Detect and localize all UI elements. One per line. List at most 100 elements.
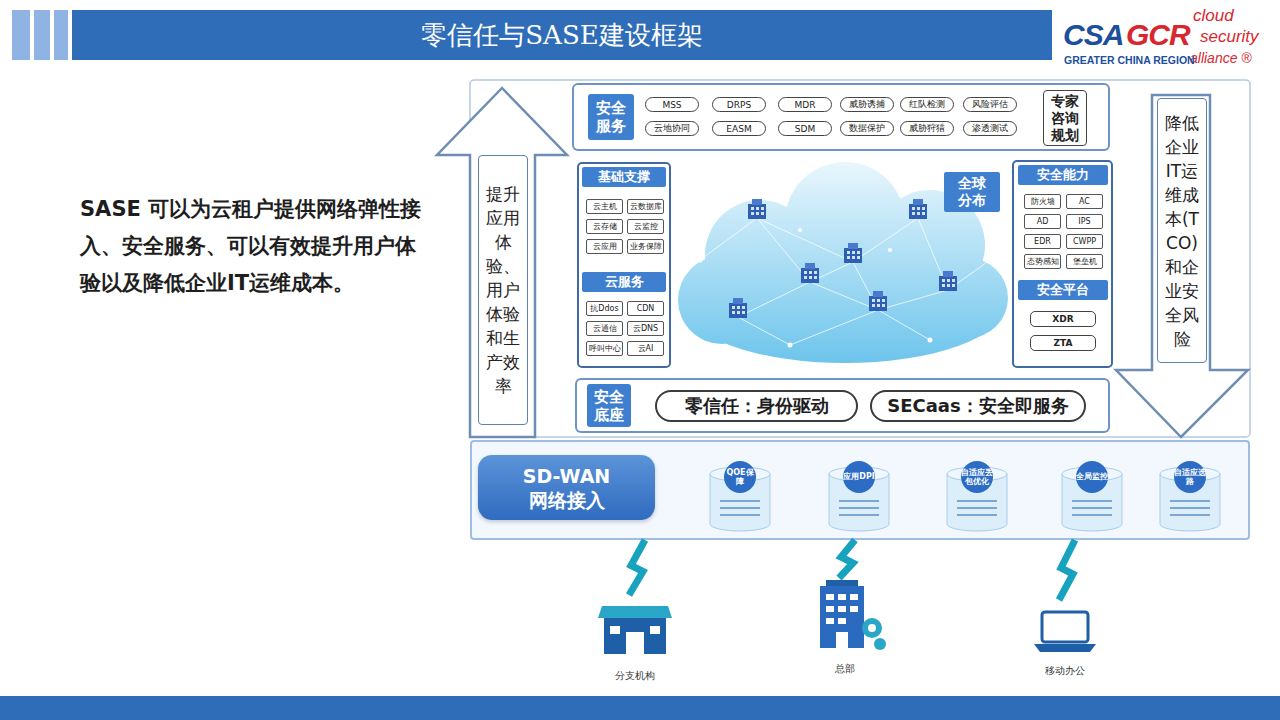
hq-window: [838, 594, 846, 600]
column-frame: [578, 163, 670, 367]
consulting-box: 专家咨询规划: [1043, 90, 1087, 146]
cylinder-line: [1072, 500, 1112, 502]
headquarters-icon: [820, 580, 886, 650]
branch-window: [610, 626, 620, 634]
service-pill: 红队检测: [900, 97, 954, 112]
node-label: 云AI: [638, 343, 654, 354]
logo-text: security: [1200, 27, 1259, 47]
down-arrow: [1116, 95, 1248, 437]
branch-body: [604, 618, 666, 654]
building-icon: [729, 298, 747, 318]
cylinder-badge: [843, 461, 875, 493]
cloud-item: 云DNS: [627, 321, 664, 336]
cylinder-outline: [827, 458, 891, 533]
hq-window: [838, 606, 846, 612]
cylinder-heading: 自适应选路: [1173, 463, 1207, 491]
cloud-part: [678, 256, 766, 344]
branch-door: [626, 632, 644, 654]
cylinder-line: [1170, 500, 1210, 502]
node-label: ZTA: [1054, 338, 1073, 348]
building-icon: [909, 199, 927, 219]
capability-item: AC: [1066, 194, 1103, 209]
capability-item: 防火墙: [1024, 194, 1061, 209]
cloud-item: 云应用: [586, 239, 623, 254]
capability-item: EDR: [1024, 234, 1061, 249]
cylinder-line: [720, 500, 760, 502]
platform-group: XDR ZTA 安全平台: [1018, 280, 1108, 363]
cloud-item: 呼叫中心: [586, 341, 623, 356]
cylinder-badge: [724, 461, 756, 493]
cloud-item: 云监控: [627, 219, 664, 234]
cloud-item: CDN: [627, 301, 664, 316]
hq-body: [820, 586, 864, 648]
node-label: 抗Ddos: [590, 303, 618, 314]
platform-item: XDR: [1030, 311, 1096, 327]
cylinder-heading: QOE保障: [723, 463, 757, 491]
cylinder-line: [1170, 514, 1210, 516]
laptop-screen: [1042, 612, 1088, 642]
node-label: 云通信: [593, 323, 617, 334]
building-icon: [939, 271, 957, 291]
cylinder-badge: [1076, 461, 1108, 493]
building-icon: [748, 199, 766, 219]
network-dot: [988, 258, 993, 263]
node-label: AD: [1037, 217, 1049, 226]
hq-window: [850, 606, 858, 612]
branch-icon: [598, 606, 672, 654]
capability-item: 态势感知: [1024, 254, 1061, 269]
node-label: 威胁狩猎: [909, 122, 945, 135]
cylinder-line: [720, 514, 760, 516]
sdwan-box: SD-WAN 网络接入: [478, 455, 655, 520]
cylinder-heading: 全局监控: [1075, 463, 1109, 491]
node-label: EDR: [1034, 237, 1051, 246]
cloud-shape: [678, 162, 1008, 363]
node-label: 全球分布: [956, 175, 988, 209]
node-label: 呼叫中心: [589, 343, 621, 354]
cloud-network: [700, 218, 990, 345]
network-dot: [788, 343, 793, 348]
foundation-pill: 零信任：身份驱动: [655, 390, 858, 422]
hq-window: [826, 606, 834, 612]
node-label: 数据保护: [849, 122, 885, 135]
cloud-item: 抗Ddos: [586, 301, 623, 316]
node-label: 云数据库: [630, 201, 662, 212]
node-label: 零信任：身份驱动: [685, 394, 829, 418]
intro-text: SASE 可以为云租户提供网络弹性接入、安全服务、可以有效提升用户体验以及降低企…: [80, 191, 432, 302]
lightning-connector: [1059, 540, 1075, 600]
site-node: 总部: [800, 578, 890, 678]
node-label: EASM: [726, 124, 751, 134]
node-label: 业务保障: [630, 241, 662, 252]
service-pill: 威胁诱捕: [840, 97, 894, 112]
hq-window: [850, 594, 858, 600]
feature-cylinder: 全局监控: [1060, 458, 1124, 533]
node-label: MDR: [795, 100, 816, 110]
building-icon: [869, 291, 887, 311]
network-dot: [698, 258, 703, 263]
platform-item: ZTA: [1030, 335, 1096, 351]
cloud-item: 云数据库: [627, 199, 664, 214]
cloud-item: 云AI: [627, 341, 664, 356]
group-heading: 安全能力: [1018, 165, 1108, 185]
service-pill: MSS: [645, 97, 699, 112]
building-icon: [844, 243, 862, 263]
hq-door: [836, 632, 848, 648]
cloud-item: 云主机: [586, 199, 623, 214]
service-pill: 风险评估: [963, 97, 1017, 112]
feature-cylinder: QOE保障: [708, 458, 772, 533]
group-heading: 安全平台: [1018, 280, 1108, 300]
cylinder-heading: 自适应丢包优化: [960, 463, 994, 491]
hq-window: [838, 618, 846, 624]
branch-window: [650, 626, 660, 634]
feature-cylinder: 自适应丢包优化: [945, 458, 1009, 533]
site-label: 移动办公: [1020, 663, 1110, 679]
cylinder-line: [957, 500, 997, 502]
site-label: 分支机构: [590, 668, 680, 684]
logo-text: CSA: [1063, 18, 1123, 52]
node-label: 提升应用体验、用户体验和生产效率: [484, 182, 522, 398]
site-label: 总部: [800, 661, 890, 677]
logo-text: GCR: [1126, 18, 1190, 52]
cylinder-line: [839, 500, 879, 502]
capability-group: 防火墙ACADIPSEDRCWPP态势感知堡垒机安全能力: [1018, 165, 1108, 275]
logo-text: cloud: [1193, 6, 1234, 26]
